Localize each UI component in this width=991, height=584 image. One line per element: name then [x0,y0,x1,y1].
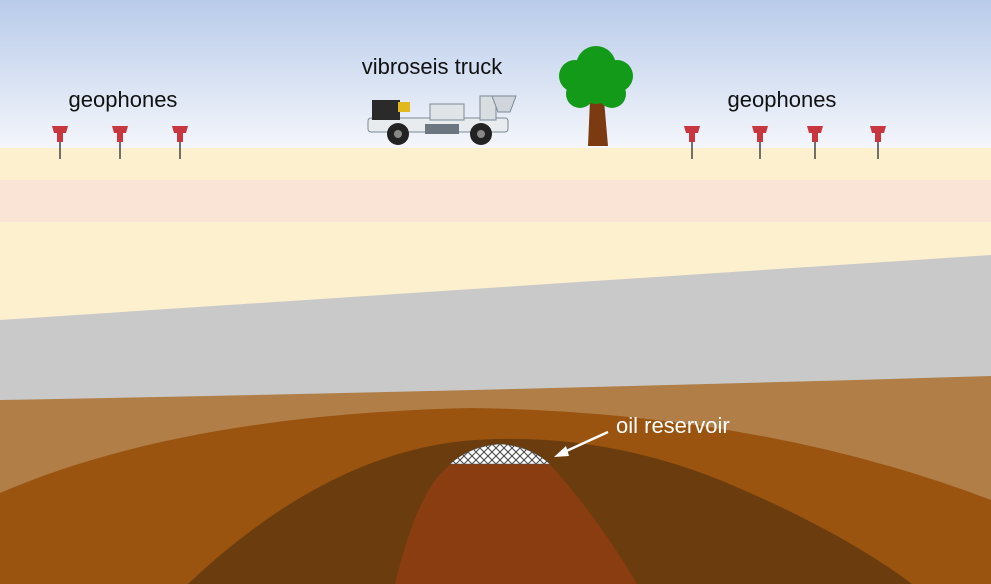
geophones-right-label: geophones [728,87,837,112]
vibroseis-truck-icon [367,95,517,145]
geophones-left-label: geophones [69,87,178,112]
vibroseis-truck-label: vibroseis truck [362,54,504,79]
geophone-icon [172,126,188,159]
gray-layer [0,255,991,400]
reservoir-arrow [554,430,609,457]
geophone-icon [112,126,128,159]
geophone-icon [684,126,700,159]
geophone-icon [52,126,68,159]
core-layer [395,462,637,584]
surface-layer [0,148,991,180]
geophone-icon [752,126,768,159]
tree-icon [559,46,633,146]
oil-reservoir-label: oil reservoir [616,413,730,438]
geophone-icon [870,126,886,159]
oil-reservoir [449,443,551,465]
pink-layer [0,180,991,222]
geophone-icon [807,126,823,159]
